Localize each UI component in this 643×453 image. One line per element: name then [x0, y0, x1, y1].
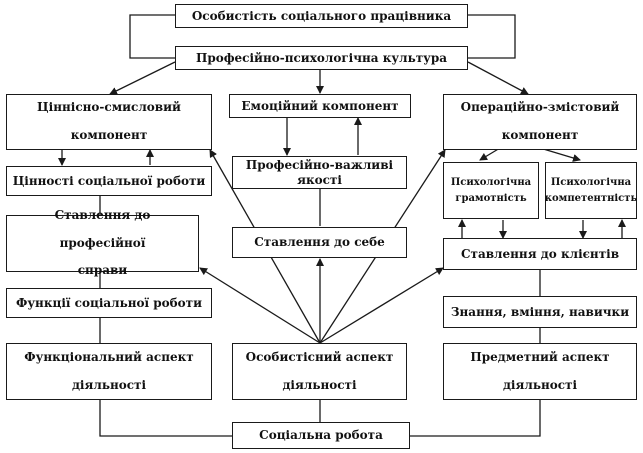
- arrow-culture-to-tsinnisno: [109, 61, 176, 95]
- node-knowledge-skills: Знання, вміння, навички: [443, 296, 637, 328]
- node-personality: Особистість соціального працівника: [175, 4, 468, 28]
- node-professional-qualities: Професійно-важливі якості: [232, 156, 407, 189]
- arrow-personal-to-attitude-work: [199, 267, 321, 344]
- arrow-operational-to-competence: [539, 147, 581, 162]
- connector-right-to-social: [410, 400, 541, 437]
- arrow-operational-to-literacy: [479, 147, 501, 161]
- node-social-work: Соціальна робота: [232, 422, 410, 449]
- node-attitude-clients: Ставлення до клієнтів: [443, 238, 637, 270]
- arrow-culture-to-operatsiino: [467, 61, 529, 95]
- connector-loop-top: [129, 14, 175, 59]
- node-emotional-component: Емоційний компонент: [229, 94, 411, 118]
- node-functions-social-work: Функції соціальної роботи: [6, 288, 212, 318]
- connector-loop-top-right: [468, 14, 516, 59]
- node-values-social-work: Цінності соціальної роботи: [6, 166, 212, 196]
- arrow-personal-to-attitude-clients: [319, 267, 444, 344]
- connector-left-to-social: [99, 400, 232, 437]
- node-culture: Професійно-психологічна культура: [175, 46, 468, 70]
- node-attitude-self: Ставлення до себе: [232, 227, 407, 258]
